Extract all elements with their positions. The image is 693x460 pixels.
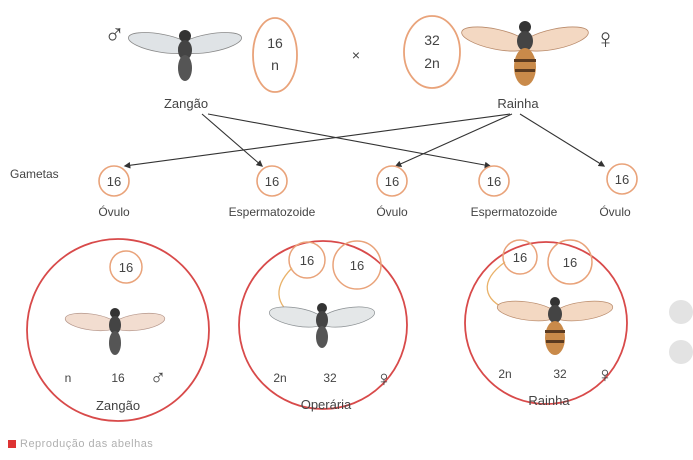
drone-chromosome-oval xyxy=(253,18,297,92)
gamete-3-label: Espermatozoide xyxy=(471,205,558,219)
offspring-queen-gamete-0: 16 xyxy=(513,250,527,265)
offspring-worker-gamete-1: 16 xyxy=(350,258,364,273)
offspring-drone-fly-icon xyxy=(64,308,166,355)
offspring-worker-gamete-0: 16 xyxy=(300,253,314,268)
gamete-3-number: 16 xyxy=(487,174,501,189)
offspring-queen: 16 16 2n 32 ♀ Rainha xyxy=(465,240,627,408)
drone-chromosome-number: 16 xyxy=(267,35,283,51)
gamete-4-label: Óvulo xyxy=(599,204,631,219)
gamete-arrows xyxy=(125,114,604,166)
offspring-queen-chromosomes: 32 xyxy=(553,367,567,381)
gamete-3: 16 Espermatozoide xyxy=(471,166,558,219)
caption-text: Reprodução das abelhas xyxy=(20,438,153,450)
gamete-4: 16 Óvulo xyxy=(599,164,637,219)
gamete-2-label: Óvulo xyxy=(376,204,408,219)
offspring-worker-ploidy: 2n xyxy=(273,371,286,385)
gamete-1: 16 Espermatozoide xyxy=(229,166,316,219)
gamete-0-label: Óvulo xyxy=(98,204,130,219)
offspring-drone-gamete-number: 16 xyxy=(119,260,133,275)
side-decoration-dot xyxy=(669,340,693,364)
gamete-0-number: 16 xyxy=(107,174,121,189)
drone-ploidy: n xyxy=(271,57,279,73)
offspring-drone: 16 n 16 ♂ Zangão xyxy=(27,239,209,421)
side-decoration-dot xyxy=(669,300,693,324)
gametes-row-label: Gametas xyxy=(10,167,59,181)
offspring-worker-sex-icon: ♀ xyxy=(376,366,393,391)
offspring-drone-sex-icon: ♂ xyxy=(150,365,167,390)
queen-chromosome-number: 32 xyxy=(424,32,440,48)
gamete-2: 16 Óvulo xyxy=(376,166,408,219)
queen-parent-label: Rainha xyxy=(497,96,539,111)
offspring-queen-bee-icon xyxy=(496,297,614,355)
gamete-0: 16 Óvulo xyxy=(98,166,130,219)
gamete-2-number: 16 xyxy=(385,174,399,189)
queen-bee-icon xyxy=(460,21,591,86)
male-symbol-icon: ♂ xyxy=(104,19,125,50)
offspring-queen-label: Rainha xyxy=(528,393,570,408)
offspring-worker: 16 16 2n 32 ♀ Operária xyxy=(239,241,407,412)
queen-ploidy: 2n xyxy=(424,55,440,71)
figure-caption: Reprodução das abelhas xyxy=(8,438,153,450)
offspring-drone-chromosomes: 16 xyxy=(111,371,125,385)
cross-symbol: × xyxy=(352,47,360,63)
offspring-queen-ploidy: 2n xyxy=(498,367,511,381)
caption-marker-icon xyxy=(8,440,16,448)
offspring-queen-gamete-1: 16 xyxy=(563,255,577,270)
gamete-1-label: Espermatozoide xyxy=(229,205,316,219)
offspring-worker-chromosomes: 32 xyxy=(323,371,337,385)
queen-chromosome-oval xyxy=(404,16,460,88)
offspring-drone-label: Zangão xyxy=(96,398,140,413)
gamete-1-number: 16 xyxy=(265,174,279,189)
offspring-drone-ploidy: n xyxy=(65,371,72,385)
offspring-queen-sex-icon: ♀ xyxy=(597,362,614,387)
drone-parent-label: Zangão xyxy=(164,96,208,111)
offspring-worker-label: Operária xyxy=(301,397,352,412)
female-symbol-icon: ♀ xyxy=(595,23,616,54)
drone-fly-icon xyxy=(127,29,243,81)
gamete-4-number: 16 xyxy=(615,172,629,187)
offspring-worker-bee-icon xyxy=(268,303,376,348)
